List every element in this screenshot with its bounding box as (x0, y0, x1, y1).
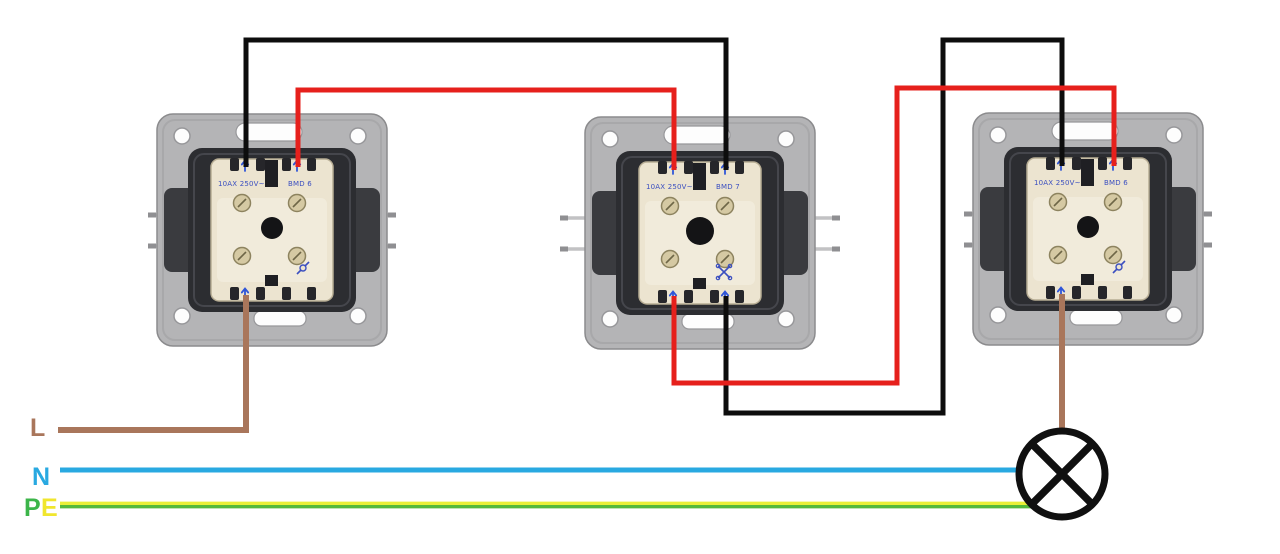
neutral-label: N (32, 463, 50, 491)
center-hole (1077, 216, 1099, 238)
terminal-hole (1072, 286, 1081, 299)
terminal-hole (1098, 157, 1107, 170)
terminal-hole (230, 158, 239, 171)
fixing-hole (777, 130, 795, 148)
insert-notch (693, 163, 706, 190)
terminal-hole (710, 290, 719, 303)
wire-red-sw1-to-sw2 (295, 87, 677, 170)
fixing-hole (989, 306, 1007, 324)
insert-notch (693, 278, 706, 289)
mounting-slot (253, 310, 307, 327)
switch-rating-label: 10AX 250V~ (646, 183, 693, 191)
wire-brown-live-to-sw1 (58, 295, 249, 433)
wire-black-sw2-to-sw3 (723, 37, 1065, 416)
fixing-hole (349, 127, 367, 145)
wire-red-sw2-to-sw3 (671, 85, 1117, 386)
terminal-hole (658, 161, 667, 174)
fixing-hole (173, 307, 191, 325)
insert-notch (1081, 159, 1094, 186)
terminal-hole (256, 287, 265, 300)
insert-notch (265, 275, 278, 286)
terminal-hole (1072, 157, 1081, 170)
terminal-hole (710, 161, 719, 174)
fixing-hole (601, 130, 619, 148)
fixing-hole (1165, 126, 1183, 144)
mounting-slot (1069, 309, 1123, 326)
terminal-hole (1046, 286, 1055, 299)
fixing-hole (989, 126, 1007, 144)
switch-model-label: BMD 6 (288, 180, 312, 188)
fixing-hole (349, 307, 367, 325)
pe-label-e: E (41, 494, 58, 522)
terminal-hole (307, 158, 316, 171)
terminal-hole (307, 287, 316, 300)
terminal-hole (256, 158, 265, 171)
switch-rating-label: 10AX 250V~ (1034, 179, 1081, 187)
insert-notch (265, 160, 278, 187)
terminal-hole (684, 161, 693, 174)
switch-1: 10AX 250V~ BMD 6 (148, 113, 396, 347)
terminal-hole (230, 287, 239, 300)
switch-3: 10AX 250V~ BMD 6 (964, 112, 1212, 346)
switch-2: 10AX 250V~ BMD 7 (560, 116, 840, 350)
terminal-hole (1046, 157, 1055, 170)
terminal-hole (658, 290, 667, 303)
center-hole (261, 217, 283, 239)
fixing-hole (1165, 306, 1183, 324)
insert-notch (1081, 274, 1094, 285)
two-way-switch-icon (1112, 260, 1126, 274)
wire-black-sw1-to-sw2 (243, 37, 729, 170)
terminal-hole (1098, 286, 1107, 299)
fixing-hole (777, 310, 795, 328)
terminal-hole (735, 290, 744, 303)
fixing-hole (173, 127, 191, 145)
terminal-hole (1123, 157, 1132, 170)
two-way-switch-icon (296, 261, 310, 275)
lamp-symbol (1015, 427, 1109, 521)
center-hole (686, 217, 714, 245)
mounting-slot (1051, 121, 1119, 141)
mounting-slot (235, 122, 303, 142)
terminal-hole (1123, 286, 1132, 299)
switch-model-label: BMD 6 (1104, 179, 1128, 187)
terminal-hole (684, 290, 693, 303)
terminal-hole (735, 161, 744, 174)
switch-model-label: BMD 7 (716, 183, 740, 191)
switch-rating-label: 10AX 250V~ (218, 180, 265, 188)
line-label: L (30, 414, 45, 442)
mounting-slot (663, 125, 731, 145)
intermediate-switch-icon (715, 263, 733, 281)
pe-label-p: P (24, 494, 41, 522)
fixing-hole (601, 310, 619, 328)
terminal-hole (282, 158, 291, 171)
terminal-hole (282, 287, 291, 300)
